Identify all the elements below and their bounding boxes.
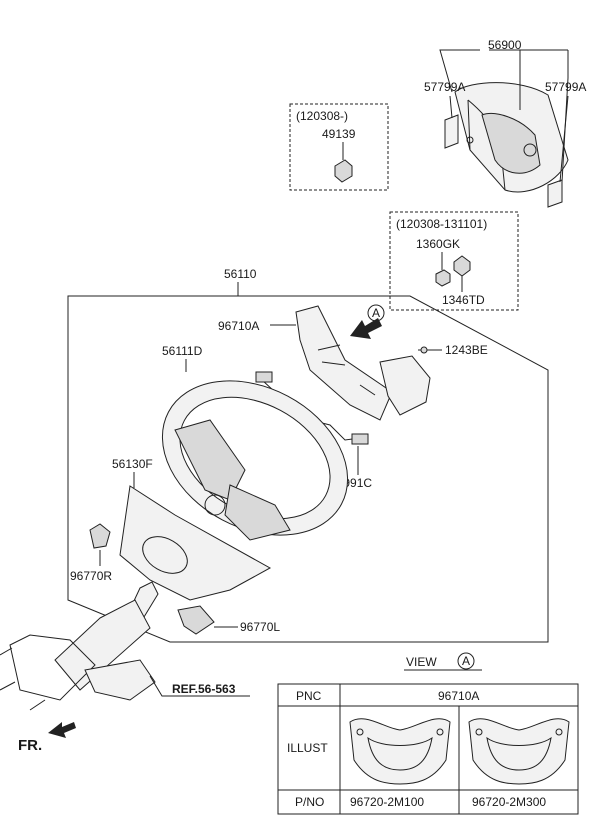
variant-box-1 xyxy=(289,103,389,191)
view-a-direction-arrow xyxy=(350,318,382,339)
label-96770l: 96770L xyxy=(240,620,280,634)
switch-96770r xyxy=(89,523,111,549)
view-label: VIEW xyxy=(406,655,437,669)
label-96770r: 96770R xyxy=(70,569,112,583)
label-56900: 56900 xyxy=(488,38,522,52)
label-57799a-left: 57799A xyxy=(424,80,465,94)
table-row-illust-label: ILLUST xyxy=(287,741,328,755)
view-a-marker-letter: A xyxy=(372,306,380,320)
lower-cover xyxy=(119,485,272,601)
switch-96770l xyxy=(177,605,215,635)
screw-1243be xyxy=(420,346,428,354)
illust-96720-2m100 xyxy=(349,718,451,785)
steering-wheel-illustration xyxy=(161,380,349,541)
front-label: FR. xyxy=(18,737,42,754)
part-number-2: 96720-2M300 xyxy=(472,795,546,809)
switch-bezel xyxy=(295,305,393,421)
switch-bezel-right xyxy=(379,355,431,416)
connector-lower xyxy=(351,433,369,445)
label-56110: 56110 xyxy=(224,267,257,281)
view-letter: A xyxy=(462,654,470,668)
airbag-pad-right xyxy=(547,179,563,208)
label-box1-date: (120308-) xyxy=(296,109,348,123)
table-header-pnc: PNC xyxy=(296,689,322,703)
label-96710a: 96710A xyxy=(218,319,259,333)
table-row-pno-label: P/NO xyxy=(295,795,324,809)
ref-label: REF.56-563 xyxy=(172,682,236,696)
illust-96720-2m300 xyxy=(468,718,570,785)
nut-1346td xyxy=(453,255,471,277)
part-number-1: 96720-2M100 xyxy=(350,795,424,809)
connector-upper xyxy=(255,371,273,383)
variant-box-2 xyxy=(389,211,519,311)
label-56111d: 56111D xyxy=(162,344,203,358)
front-direction-arrow xyxy=(48,722,76,738)
label-49139: 49139 xyxy=(322,127,356,141)
assembly-frame xyxy=(67,295,549,643)
airbag-pad-left xyxy=(444,114,459,149)
label-1360gk: 1360GK xyxy=(416,237,460,251)
nut-1360gk xyxy=(435,269,451,287)
label-box2-date: (120308-131101) xyxy=(396,217,487,231)
view-letter-circle xyxy=(457,652,475,670)
table-header-96710a: 96710A xyxy=(438,689,479,703)
steering-column-illustration xyxy=(0,581,159,711)
airbag-module-illustration xyxy=(454,82,569,193)
label-56130f: 56130F xyxy=(112,457,153,471)
label-57799a-right: 57799A xyxy=(545,80,586,94)
label-1243be: 1243BE xyxy=(445,343,488,357)
label-1346td: 1346TD xyxy=(442,293,485,307)
nut-49139 xyxy=(334,159,353,183)
